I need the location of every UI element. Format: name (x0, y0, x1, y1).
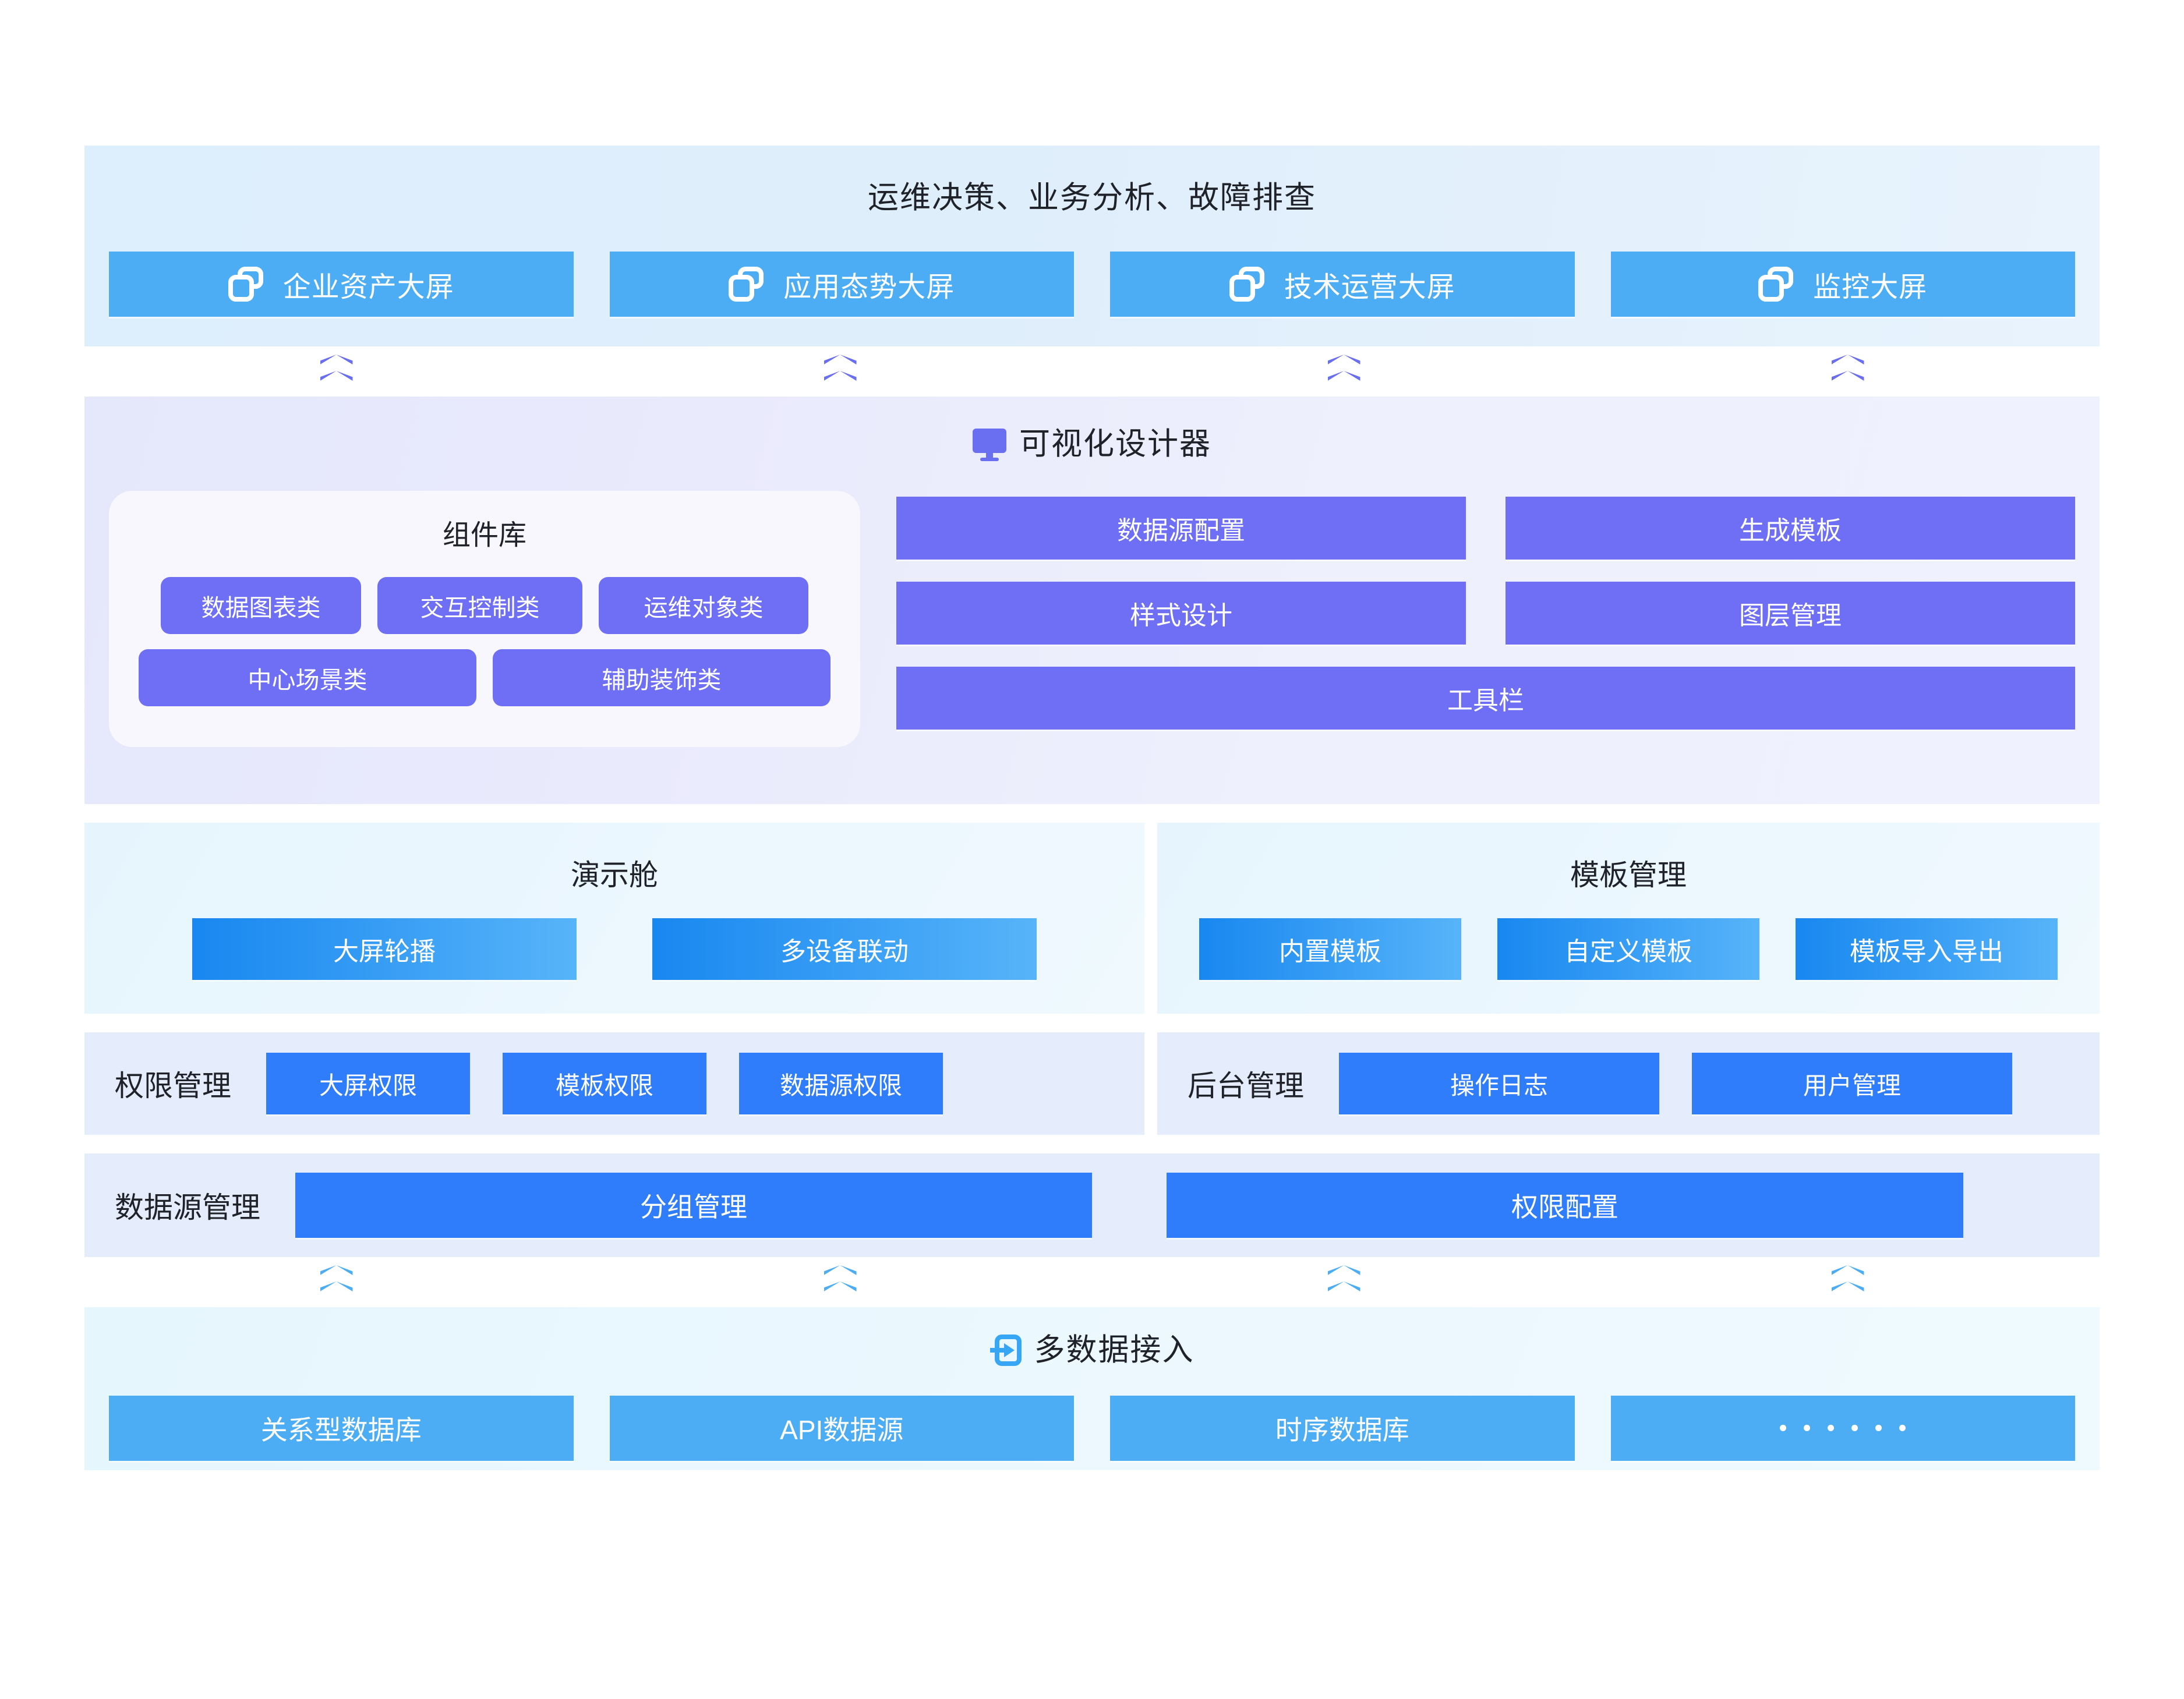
designer-tools: 数据源配置 生成模板 样式设计 图层管理 工具栏 (896, 491, 2075, 730)
app-button-tech-operation[interactable]: 技术运营大屏 (1110, 251, 1575, 317)
designer-header: 可视化设计器 (109, 426, 2075, 463)
app-button-application-situation[interactable]: 应用态势大屏 (609, 251, 1074, 317)
permission-management-title: 权限管理 (115, 1070, 231, 1102)
template-button-custom[interactable]: 自定义模板 (1497, 918, 1759, 980)
permission-button-screen[interactable]: 大屏权限 (266, 1053, 470, 1114)
component-button-center-scene[interactable]: 中心场景类 (139, 649, 476, 706)
screens-icon (729, 266, 764, 302)
template-management-title: 模板管理 (1570, 859, 1687, 891)
app-button-monitoring[interactable]: 监控大屏 (1610, 251, 2075, 317)
screens-icon (228, 266, 263, 302)
designer-button-toolbar[interactable]: 工具栏 (896, 666, 2075, 730)
designer-button-layer-management[interactable]: 图层管理 (1506, 581, 2075, 645)
access-button-relational-db[interactable]: 关系型数据库 (109, 1395, 574, 1461)
layer-applications: 运维决策、业务分析、故障排查 企业资产大屏 应用态势大屏 技术运营大屏 监控大屏 (84, 146, 2100, 346)
demo-cabin-title: 演示舱 (571, 859, 658, 891)
permission-button-datasource[interactable]: 数据源权限 (739, 1053, 943, 1114)
panel-backend-management: 后台管理 操作日志 用户管理 (1157, 1032, 2100, 1135)
double-chevron-up-icon (824, 355, 857, 388)
demo-button-multi-device-linkage[interactable]: 多设备联动 (652, 918, 1037, 980)
app-button-label: 企业资产大屏 (282, 271, 454, 303)
designer-button-datasource-config[interactable]: 数据源配置 (896, 496, 1466, 560)
component-library-title: 组件库 (442, 519, 526, 551)
applications-button-row: 企业资产大屏 应用态势大屏 技术运营大屏 监控大屏 (109, 251, 2075, 317)
access-button-more[interactable] (1610, 1395, 2075, 1461)
component-button-ops-object[interactable]: 运维对象类 (599, 576, 808, 634)
template-button-builtin[interactable]: 内置模板 (1199, 918, 1461, 980)
component-library-panel: 组件库 数据图表类 交互控制类 运维对象类 中心场景类 辅助装饰类 (109, 490, 860, 747)
layer-permission-backend: 权限管理 大屏权限 模板权限 数据源权限 后台管理 操作日志 用户管理 (84, 1032, 2100, 1135)
double-chevron-up-icon (1327, 1265, 1360, 1299)
app-button-label: 应用态势大屏 (783, 271, 955, 303)
layer-visual-designer: 可视化设计器 组件库 数据图表类 交互控制类 运维对象类 中心场景类 辅助装饰类… (84, 397, 2100, 804)
template-button-import-export[interactable]: 模板导入导出 (1796, 918, 2058, 980)
component-library-row-1: 数据图表类 交互控制类 运维对象类 (135, 576, 835, 634)
template-management-buttons: 内置模板 自定义模板 模板导入导出 (1188, 918, 2069, 980)
access-button-timeseries-db[interactable]: 时序数据库 (1110, 1395, 1575, 1461)
component-button-data-chart[interactable]: 数据图表类 (161, 576, 361, 634)
multi-data-access-header: 多数据接入 (109, 1332, 2075, 1369)
datasource-management-title: 数据源管理 (115, 1191, 260, 1224)
panel-permission-management: 权限管理 大屏权限 模板权限 数据源权限 (84, 1032, 1144, 1135)
demo-cabin-buttons: 大屏轮播 多设备联动 (115, 918, 1114, 980)
app-button-label: 技术运营大屏 (1284, 271, 1455, 303)
permission-button-template[interactable]: 模板权限 (503, 1053, 706, 1114)
double-chevron-up-icon (824, 1265, 857, 1299)
backend-management-title: 后台管理 (1188, 1070, 1304, 1102)
double-chevron-up-icon (320, 355, 353, 388)
demo-button-screen-carousel[interactable]: 大屏轮播 (192, 918, 577, 980)
ellipsis-dots-icon (1780, 1425, 1906, 1432)
layer-demo-template: 演示舱 大屏轮播 多设备联动 模板管理 内置模板 自定义模板 模板导入导出 (84, 823, 2100, 1014)
connector-row-bottom (84, 1257, 2100, 1307)
component-button-decoration[interactable]: 辅助装饰类 (493, 649, 831, 706)
multi-data-access-title: 多数据接入 (1034, 1333, 1195, 1367)
designer-button-generate-template[interactable]: 生成模板 (1506, 496, 2075, 560)
screens-icon (1229, 266, 1264, 302)
backend-button-user-management[interactable]: 用户管理 (1692, 1053, 2012, 1114)
designer-title: 可视化设计器 (1019, 427, 1211, 461)
double-chevron-up-icon (1831, 355, 1864, 388)
panel-template-management: 模板管理 内置模板 自定义模板 模板导入导出 (1157, 823, 2100, 1014)
screens-icon (1758, 266, 1794, 302)
connector-row-top (84, 346, 2100, 397)
designer-button-style-design[interactable]: 样式设计 (896, 581, 1466, 645)
designer-body: 组件库 数据图表类 交互控制类 运维对象类 中心场景类 辅助装饰类 数据源配置 … (109, 490, 2075, 747)
applications-title: 运维决策、业务分析、故障排查 (868, 180, 1316, 215)
monitor-chart-icon (973, 427, 1006, 461)
datasource-button-permission-config[interactable]: 权限配置 (1167, 1173, 1963, 1238)
double-chevron-up-icon (1831, 1265, 1864, 1299)
layer-datasource-management: 数据源管理 分组管理 权限配置 (84, 1153, 2100, 1257)
panel-demo-cabin: 演示舱 大屏轮播 多设备联动 (84, 823, 1144, 1014)
access-button-api-datasource[interactable]: API数据源 (609, 1395, 1074, 1461)
double-chevron-up-icon (320, 1265, 353, 1299)
app-button-enterprise-asset[interactable]: 企业资产大屏 (109, 251, 574, 317)
layer-multi-data-access: 多数据接入 关系型数据库 API数据源 时序数据库 (84, 1307, 2100, 1470)
component-library-row-2: 中心场景类 辅助装饰类 (135, 649, 835, 706)
datasource-button-group-management[interactable]: 分组管理 (295, 1173, 1092, 1238)
component-button-interaction-control[interactable]: 交互控制类 (377, 576, 582, 634)
app-button-label: 监控大屏 (1813, 271, 1928, 303)
double-chevron-up-icon (1327, 355, 1360, 388)
multi-data-access-buttons: 关系型数据库 API数据源 时序数据库 (109, 1395, 2075, 1461)
backend-button-operation-log[interactable]: 操作日志 (1339, 1053, 1659, 1114)
import-arrow-icon (989, 1334, 1022, 1366)
